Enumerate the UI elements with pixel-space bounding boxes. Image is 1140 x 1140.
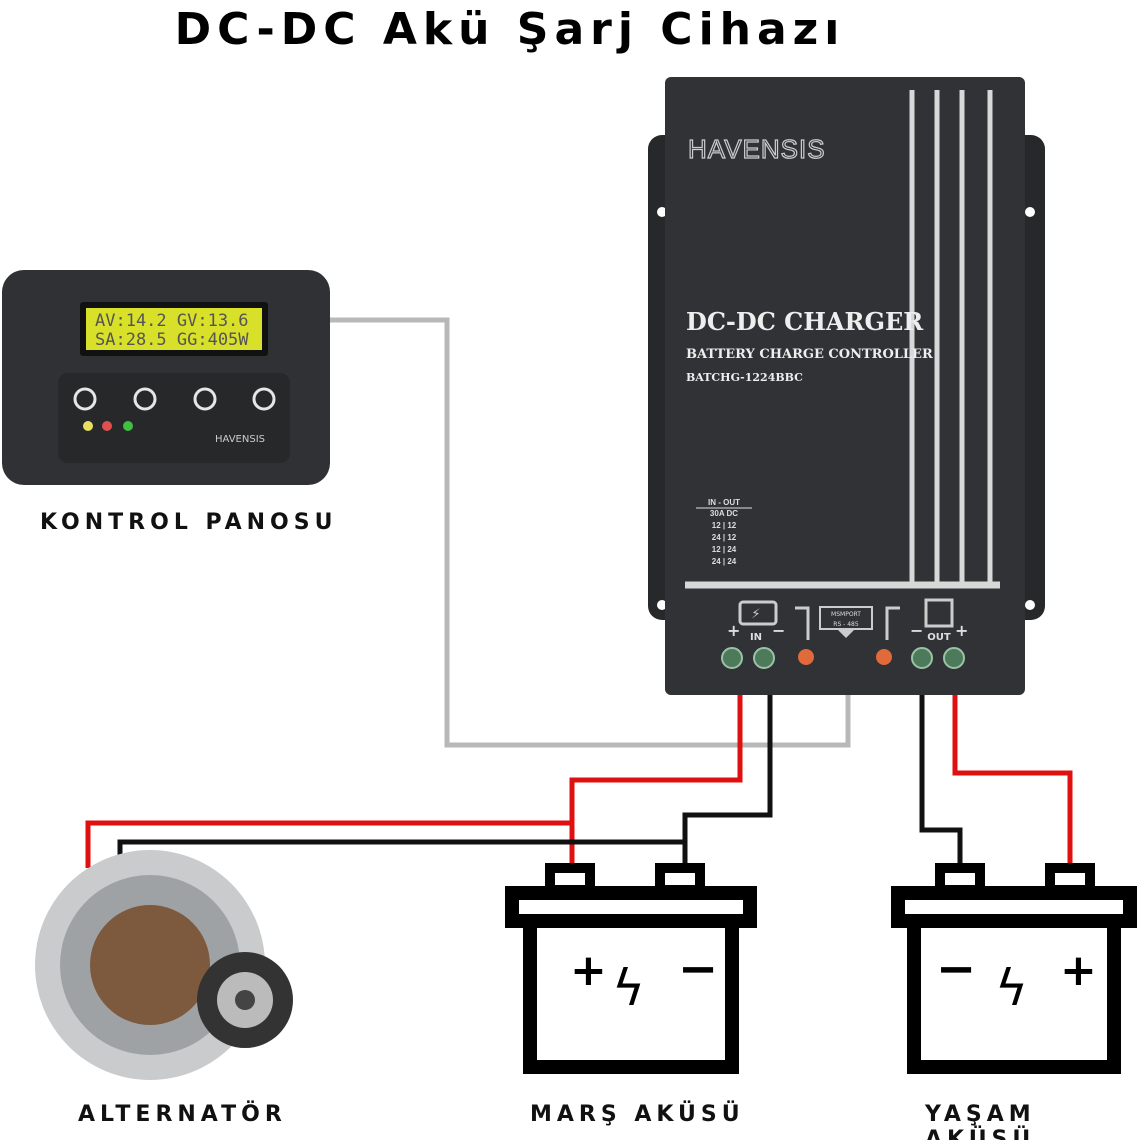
status-led: [876, 649, 892, 665]
black-wire-in: [682, 695, 773, 872]
port-sub: RS - 485: [833, 621, 859, 628]
charger-model: BATCHG-1224BBC: [686, 371, 803, 384]
control-panel: AV:14.2 GV:13.6 SA:28.5 GG:405W HAVENSIS: [2, 270, 330, 485]
settings-button[interactable]: [133, 387, 157, 411]
starter-battery-icon: + − ϟ: [505, 863, 757, 1074]
spec-row: 12 | 12: [712, 521, 737, 530]
svg-text:+: +: [727, 621, 740, 640]
svg-text:⚡: ⚡: [751, 607, 760, 622]
msm-port: [819, 606, 873, 630]
status-led: [798, 649, 814, 665]
svg-text:−: −: [936, 941, 976, 997]
charger-name: DC-DC CHARGER: [686, 307, 924, 336]
svg-text:−: −: [772, 621, 785, 640]
panel-brand-logo: HAVENSIS: [215, 434, 265, 445]
spec-row: 12 | 24: [712, 545, 737, 554]
spec-current: 30A DC: [710, 509, 738, 518]
svg-text:ϟ: ϟ: [995, 959, 1028, 1017]
charger-subtitle: BATTERY CHARGE CONTROLLER: [686, 347, 933, 362]
red-wire-alternator: [85, 820, 572, 868]
out-label: OUT: [927, 632, 951, 643]
control-panel-label: KONTROL PANOSU: [40, 510, 338, 535]
up-button[interactable]: [193, 387, 217, 411]
house-battery-label: YAŞAM AKÜSÜ: [925, 1102, 1036, 1140]
svg-text:−: −: [678, 941, 718, 997]
spec-header: IN - OUT: [708, 498, 740, 507]
lcd-line-2: SA:28.5 GG:405W: [95, 330, 249, 350]
in-label: IN: [750, 632, 762, 643]
spec-row: 24 | 24: [712, 557, 737, 566]
house-battery-icon: − + ϟ: [891, 863, 1137, 1074]
starter-battery-label: MARŞ AKÜSÜ: [530, 1102, 745, 1127]
lcd-line-1: AV:14.2 GV:13.6: [95, 311, 249, 331]
spec-row: 24 | 12: [712, 533, 737, 542]
svg-text:+: +: [955, 621, 968, 640]
red-wire-in: [569, 695, 743, 872]
gray-data-cable: [330, 317, 851, 748]
port-label: MSMPORT: [831, 611, 861, 618]
svg-text:−: −: [910, 621, 923, 640]
alternator-label: ALTERNATÖR: [78, 1102, 287, 1127]
alternator-image: [35, 850, 293, 1080]
svg-text:+: +: [1060, 945, 1097, 996]
red-wire-out: [952, 695, 1073, 872]
wires: [85, 317, 1073, 872]
down-button[interactable]: [252, 387, 276, 411]
terminal-screws: [721, 647, 965, 669]
lcd-display: [86, 308, 262, 350]
charger-brand-logo: HAVENSIS: [688, 134, 826, 164]
engine-icon: ⚡: [738, 600, 778, 626]
black-wire-out: [919, 695, 963, 872]
svg-text:ϟ: ϟ: [612, 959, 645, 1017]
battery-icon: [924, 598, 954, 628]
svg-text:+: +: [570, 945, 607, 996]
back-button[interactable]: [73, 387, 97, 411]
dc-dc-charger: HAVENSIS DC-DC CHARGER BATTERY CHARGE CO…: [648, 77, 1045, 695]
diagram-title: DC-DC Akü Şarj Cihazı: [174, 4, 846, 55]
